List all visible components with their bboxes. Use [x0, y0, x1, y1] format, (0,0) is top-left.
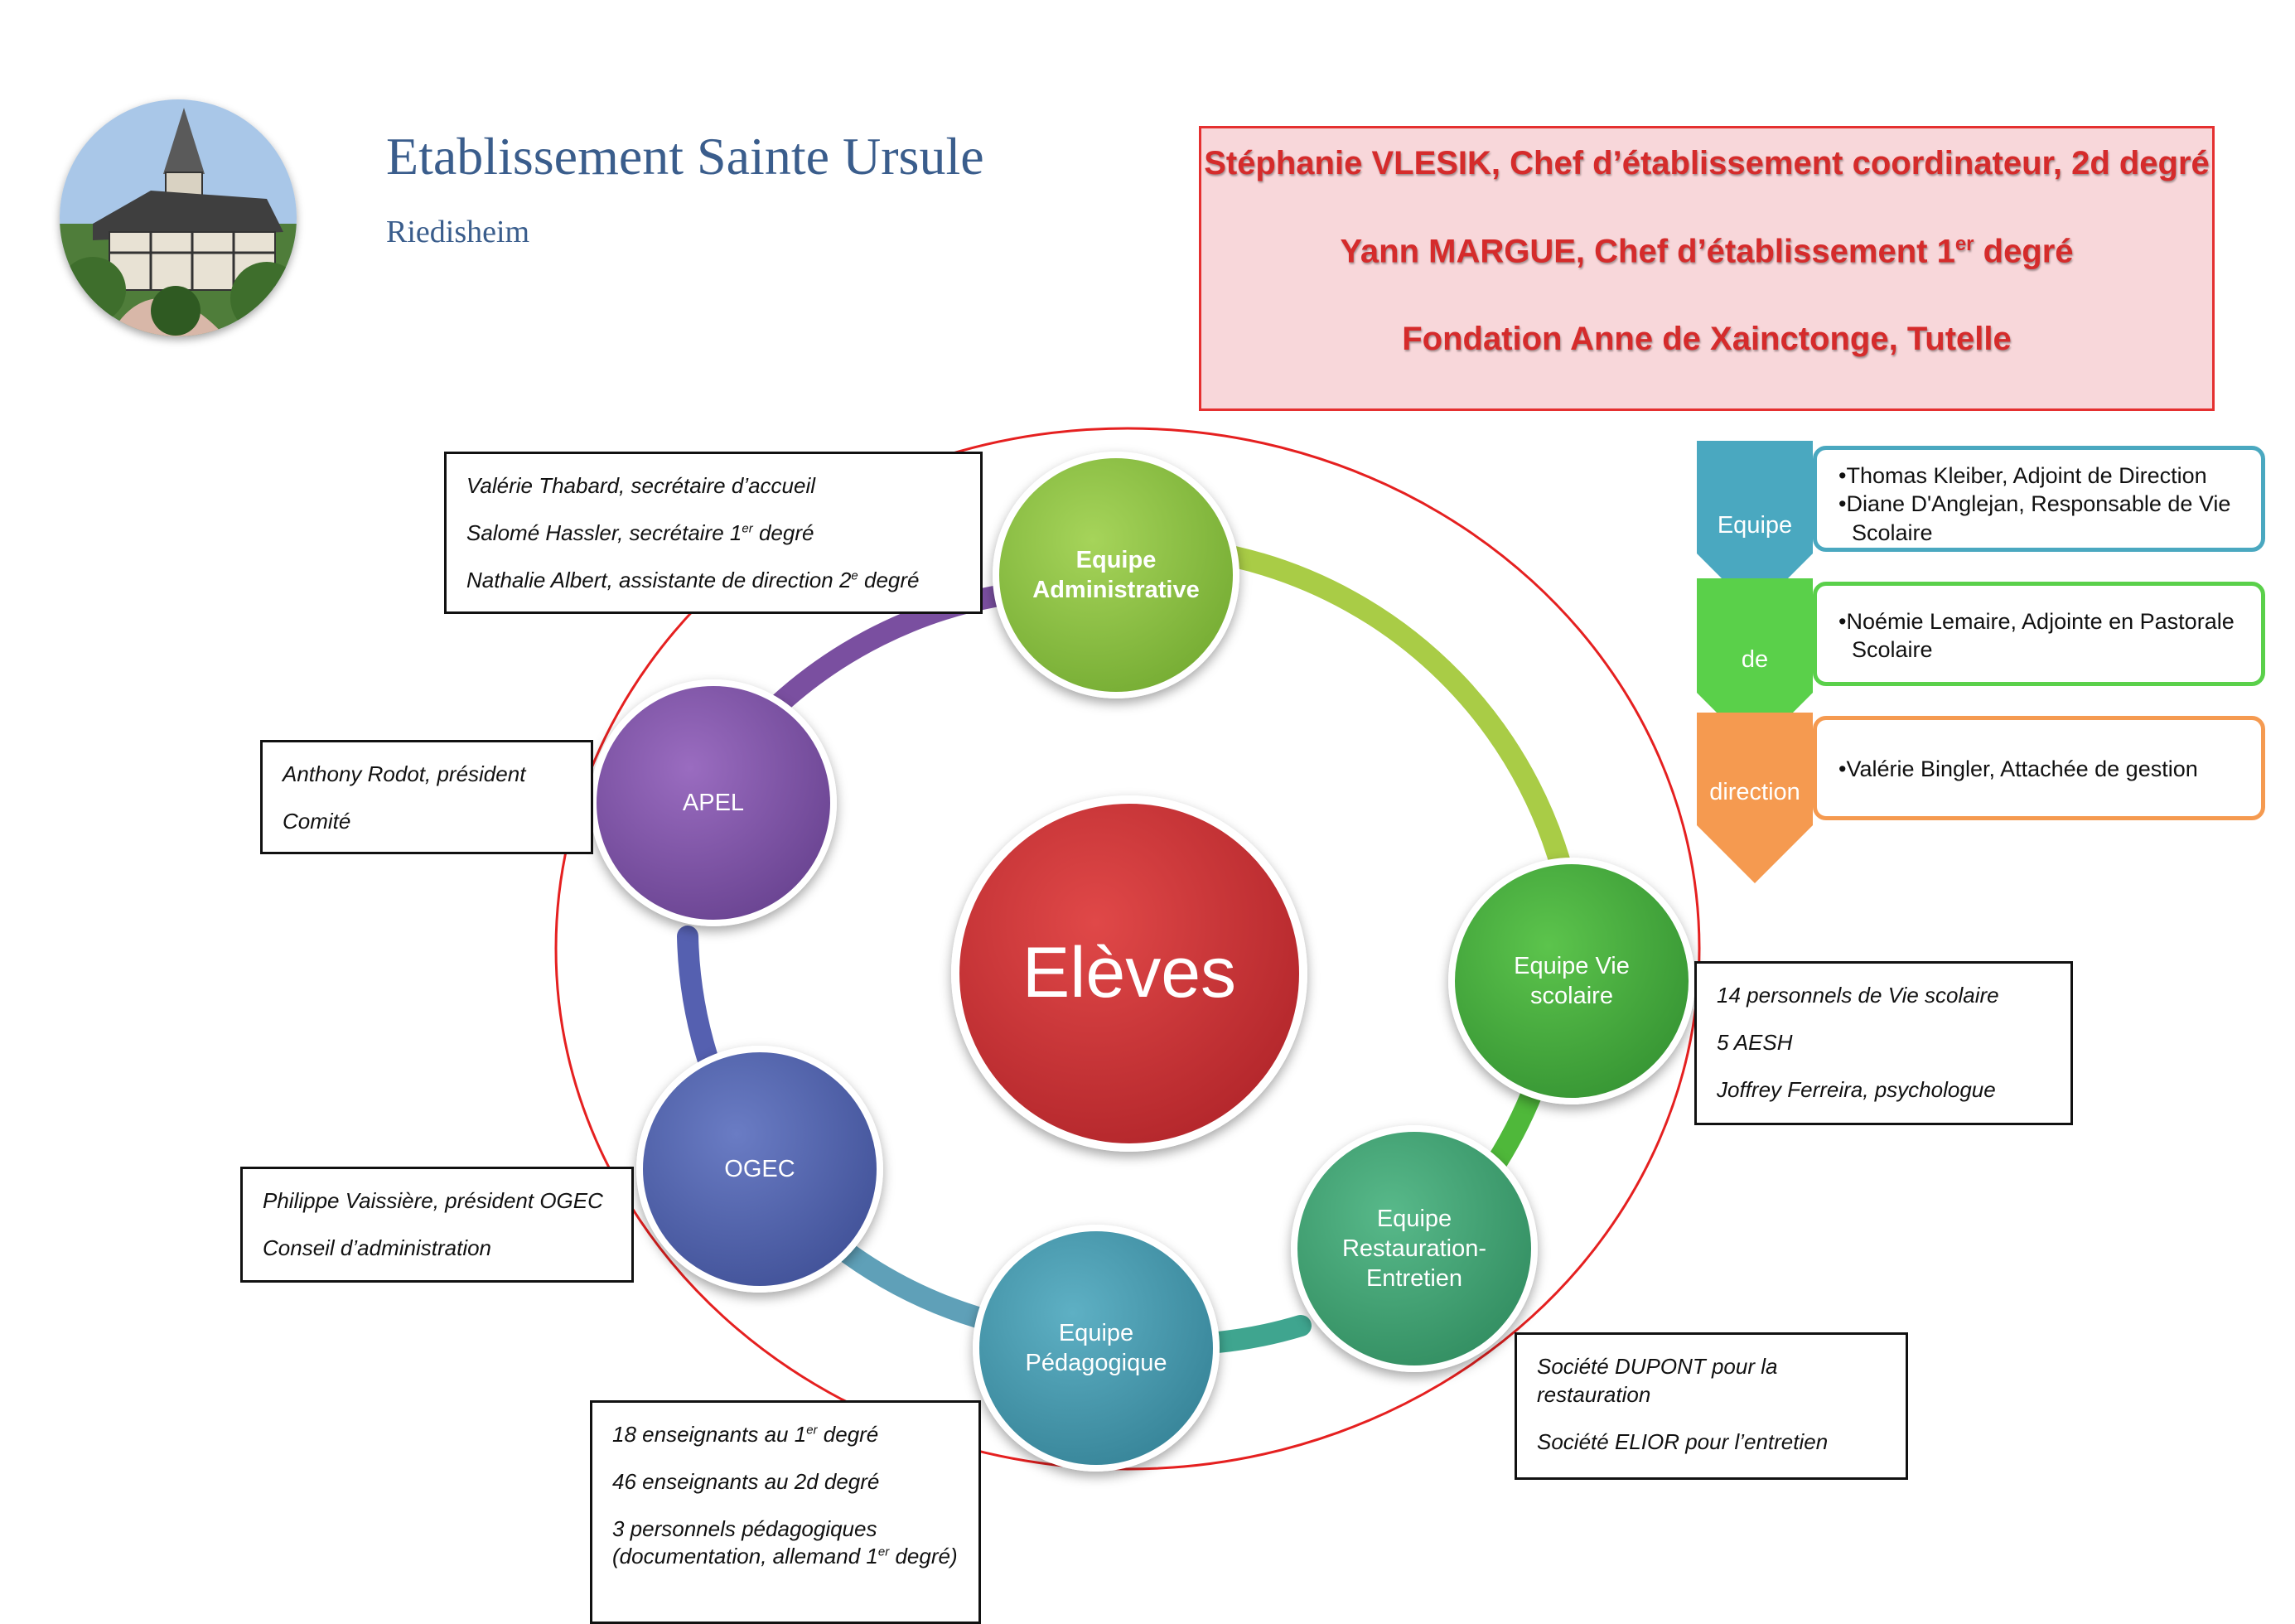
node-ogec-label: OGEC: [724, 1155, 795, 1182]
info-vie-line3: Joffrey Ferreira, psychologue: [1717, 1076, 1996, 1102]
direction-item: •Noémie Lemaire, Adjointe en Pastorale S…: [1838, 609, 2235, 663]
ring-arc-admin-vie: [1224, 546, 1581, 914]
info-peda-line3-sup: er: [877, 1544, 890, 1559]
node-equipe-pedagogique: Equipe Pédagogique: [973, 1225, 1220, 1472]
info-peda-line1-b: degré: [817, 1422, 879, 1447]
info-box-restauration: Société DUPONT pour la restauration Soci…: [1515, 1332, 1908, 1480]
node-equipe-vie-scolaire: Equipe Vie scolaire: [1448, 858, 1695, 1104]
direction-item: •Diane D'Anglejan, Responsable de Vie Sc…: [1838, 491, 2231, 545]
node-equipe-restauration-label: Equipe Restauration-Entretien: [1341, 1205, 1487, 1293]
info-admin-line3: Nathalie Albert, assistante de direction…: [466, 567, 960, 595]
ring-arc-rest-peda: [1207, 1315, 1312, 1353]
info-apel-line2: Comité: [283, 808, 351, 834]
outer-red-ellipse: [554, 427, 1701, 1471]
info-peda-line3: 3 personnels pédagogiques (documentation…: [612, 1515, 959, 1572]
info-peda-line1: 18 enseignants au 1er degré: [612, 1421, 959, 1449]
info-peda-line2: 46 enseignants au 2d degré: [612, 1468, 880, 1494]
info-admin-line2: Salomé Hassler, secrétaire 1er degré: [466, 520, 960, 548]
info-box-apel: Anthony Rodot, président Comité: [260, 740, 593, 854]
info-peda-line3-b: degré): [889, 1544, 958, 1569]
info-box-ogec: Philippe Vaissière, président OGEC Conse…: [240, 1167, 634, 1283]
info-admin-line3-sup: e: [851, 568, 858, 582]
node-ogec: OGEC: [636, 1046, 883, 1293]
info-admin-line2-b: degré: [752, 520, 814, 545]
node-equipe-pedagogique-label: Equipe Pédagogique: [1025, 1319, 1167, 1376]
chevron-de: [1697, 578, 1813, 751]
node-equipe-administrative: Equipe Administrative: [993, 452, 1239, 698]
ring-arc-ogec-apel: [677, 926, 719, 1071]
info-vie-line1: 14 personnels de Vie scolaire: [1717, 983, 1999, 1008]
info-box-vie-scolaire: 14 personnels de Vie scolaire 5 AESH Jof…: [1694, 961, 2073, 1125]
info-rest-line1: Société DUPONT pour la restauration: [1537, 1354, 1778, 1407]
node-apel: APEL: [590, 679, 837, 926]
chevron-direction: [1697, 713, 1813, 883]
info-vie-line2: 5 AESH: [1717, 1029, 1793, 1055]
info-peda-line3-a: 3 personnels pédagogiques (documentation…: [612, 1515, 878, 1569]
info-ogec-line2: Conseil d’administration: [263, 1235, 492, 1260]
direction-label-equipe: Equipe: [1717, 512, 1793, 539]
node-apel-label: APEL: [682, 789, 745, 816]
info-peda-line1-a: 18 enseignants au 1: [612, 1422, 807, 1447]
node-equipe-administrative-label: Equipe Administrative: [1032, 546, 1200, 603]
info-ogec-line1: Philippe Vaissière, président OGEC: [263, 1188, 603, 1213]
direction-box-equipe: •Thomas Kleiber, Adjoint de Direction •D…: [1813, 446, 2265, 552]
info-admin-line1: Valérie Thabard, secrétaire d’accueil: [466, 473, 816, 498]
direction-label-de: de: [1741, 646, 1769, 673]
leadership-head-primary-a: Yann MARGUE, Chef d’établissement 1: [1340, 233, 1955, 270]
info-peda-line1-sup: er: [806, 1423, 818, 1438]
direction-team-chevrons: [1697, 441, 1813, 883]
info-admin-line3-b: degré: [858, 567, 920, 592]
leadership-head-coordinator: Stéphanie VLESIK, Chef d’établissement c…: [1204, 145, 2210, 181]
info-admin-line3-a: Nathalie Albert, assistante de direction…: [466, 567, 852, 592]
school-name: Etablissement Sainte Ursule: [386, 127, 984, 186]
leadership-box: Stéphanie VLESIK, Chef d’établissement c…: [1199, 126, 2215, 411]
school-logo: [60, 99, 297, 336]
direction-box-de: •Noémie Lemaire, Adjointe en Pastorale S…: [1813, 582, 2265, 686]
leadership-head-primary: Yann MARGUE, Chef d’établissement 1er de…: [1201, 233, 2212, 270]
direction-item: •Thomas Kleiber, Adjoint de Direction: [1838, 463, 2207, 488]
node-equipe-vie-scolaire-label: Equipe Vie scolaire: [1514, 952, 1630, 1009]
chevron-equipe: [1697, 441, 1813, 611]
info-admin-line2-sup: er: [742, 521, 753, 536]
info-rest-line2: Société ELIOR pour l’entretien: [1537, 1428, 1829, 1454]
info-apel-line1: Anthony Rodot, président: [283, 761, 526, 786]
info-admin-line2-a: Salomé Hassler, secrétaire 1: [466, 520, 742, 545]
info-box-admin: Valérie Thabard, secrétaire d’accueil Sa…: [444, 452, 983, 614]
node-equipe-restauration: Equipe Restauration-Entretien: [1291, 1125, 1538, 1372]
leadership-head-primary-b: degré: [1974, 233, 2074, 270]
leadership-tutelle: Fondation Anne de Xainctonge, Tutelle: [1402, 321, 2012, 357]
center-node-label: Elèves: [1022, 933, 1237, 1013]
info-box-pedagogique: 18 enseignants au 1er degré 46 enseignan…: [590, 1400, 981, 1624]
leadership-head-primary-sup: er: [1954, 233, 1974, 255]
school-town: Riedisheim: [386, 215, 530, 249]
direction-box-direction: •Valérie Bingler, Attachée de gestion: [1813, 716, 2265, 820]
direction-item: •Valérie Bingler, Attachée de gestion: [1838, 756, 2198, 781]
direction-label-direction: direction: [1709, 779, 1800, 805]
center-node-eleves: Elèves: [951, 795, 1307, 1152]
ring-arc-peda-ogec: [834, 1240, 988, 1328]
